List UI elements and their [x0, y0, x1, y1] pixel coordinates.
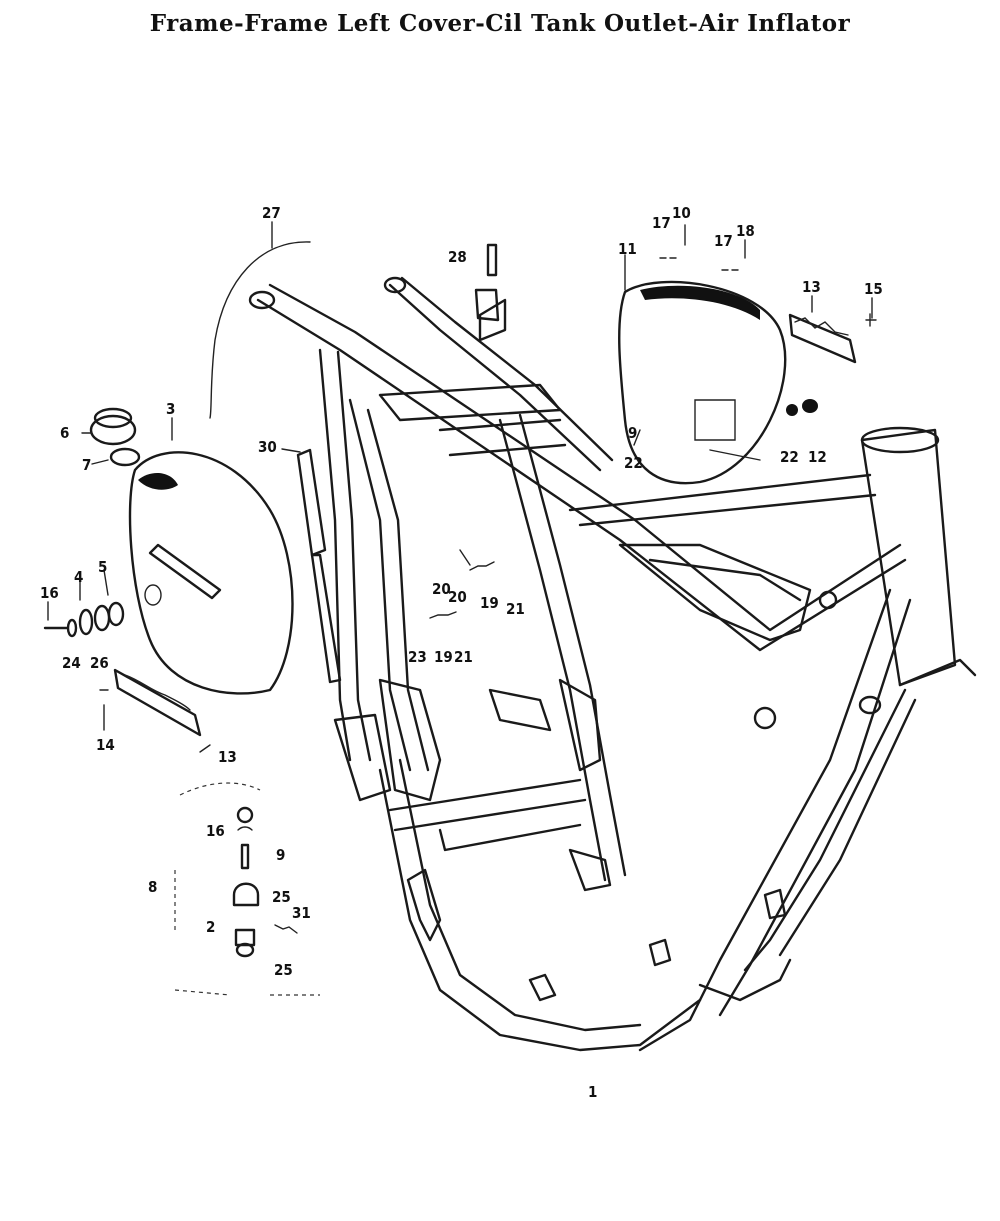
callout-label: 21: [506, 600, 525, 618]
frame-left-cover: [618, 280, 787, 485]
callout-label: 16: [40, 584, 59, 602]
callout-label: 21: [454, 648, 473, 666]
callout-label: 19: [434, 648, 453, 666]
callout-label: 4: [74, 568, 83, 586]
callout-label: 5: [98, 558, 107, 576]
filler-cap: [89, 407, 141, 467]
tank-outlet-parts: [43, 601, 125, 638]
callout-label: 22: [624, 454, 643, 472]
callout-label: 13: [802, 278, 821, 296]
callout-label: 27: [262, 204, 281, 222]
callout-label: 25: [274, 961, 293, 979]
callout-label: 17: [714, 232, 733, 250]
diagram-title: Frame-Frame Left Cover-Cil Tank Outlet-A…: [149, 10, 851, 37]
callout-label: 15: [864, 280, 883, 298]
callout-label: 20: [432, 580, 451, 598]
callout-label: 23: [408, 648, 427, 666]
callout-label: 30: [258, 438, 277, 456]
callout-label: 7: [82, 456, 91, 474]
leader-lines: [47, 221, 873, 753]
callout-label: 13: [218, 748, 237, 766]
callout-label: 6: [60, 424, 69, 442]
callout-label: 26: [90, 654, 109, 672]
callout-label: 25: [272, 888, 291, 906]
callout-label: 14: [96, 736, 115, 754]
callout-label: 18: [736, 222, 755, 240]
tank-badge: [113, 668, 202, 737]
air-inflator: [296, 448, 342, 684]
callout-label: 22: [780, 448, 799, 466]
callout-label: 11: [618, 240, 637, 258]
callout-label: 1: [588, 1083, 597, 1101]
fasteners: [99, 243, 877, 691]
callout-labels: 27 28 17 10 17 18 11 13 15 3 6 7 30 9 22…: [40, 204, 883, 1101]
callout-label: 8: [148, 878, 157, 896]
callout-label: 9: [628, 424, 637, 442]
callout-label: 16: [206, 822, 225, 840]
callout-label: 3: [166, 400, 175, 418]
callout-label: 12: [808, 448, 827, 466]
callout-label: 9: [276, 846, 285, 864]
inset-parts-group: [174, 782, 320, 996]
callout-label: 19: [480, 594, 499, 612]
breather-pipe: [209, 241, 311, 419]
oil-tank: [128, 451, 294, 695]
callout-label: 24: [62, 654, 81, 672]
motorcycle-frame: [248, 276, 977, 1052]
callout-label: 20: [448, 588, 467, 606]
callout-label: 10: [672, 204, 691, 222]
callout-label: 31: [292, 904, 311, 922]
callout-label: 17: [652, 214, 671, 232]
cover-badge: [788, 313, 857, 364]
callout-label: 28: [448, 248, 467, 266]
callout-label: 2: [206, 918, 215, 936]
